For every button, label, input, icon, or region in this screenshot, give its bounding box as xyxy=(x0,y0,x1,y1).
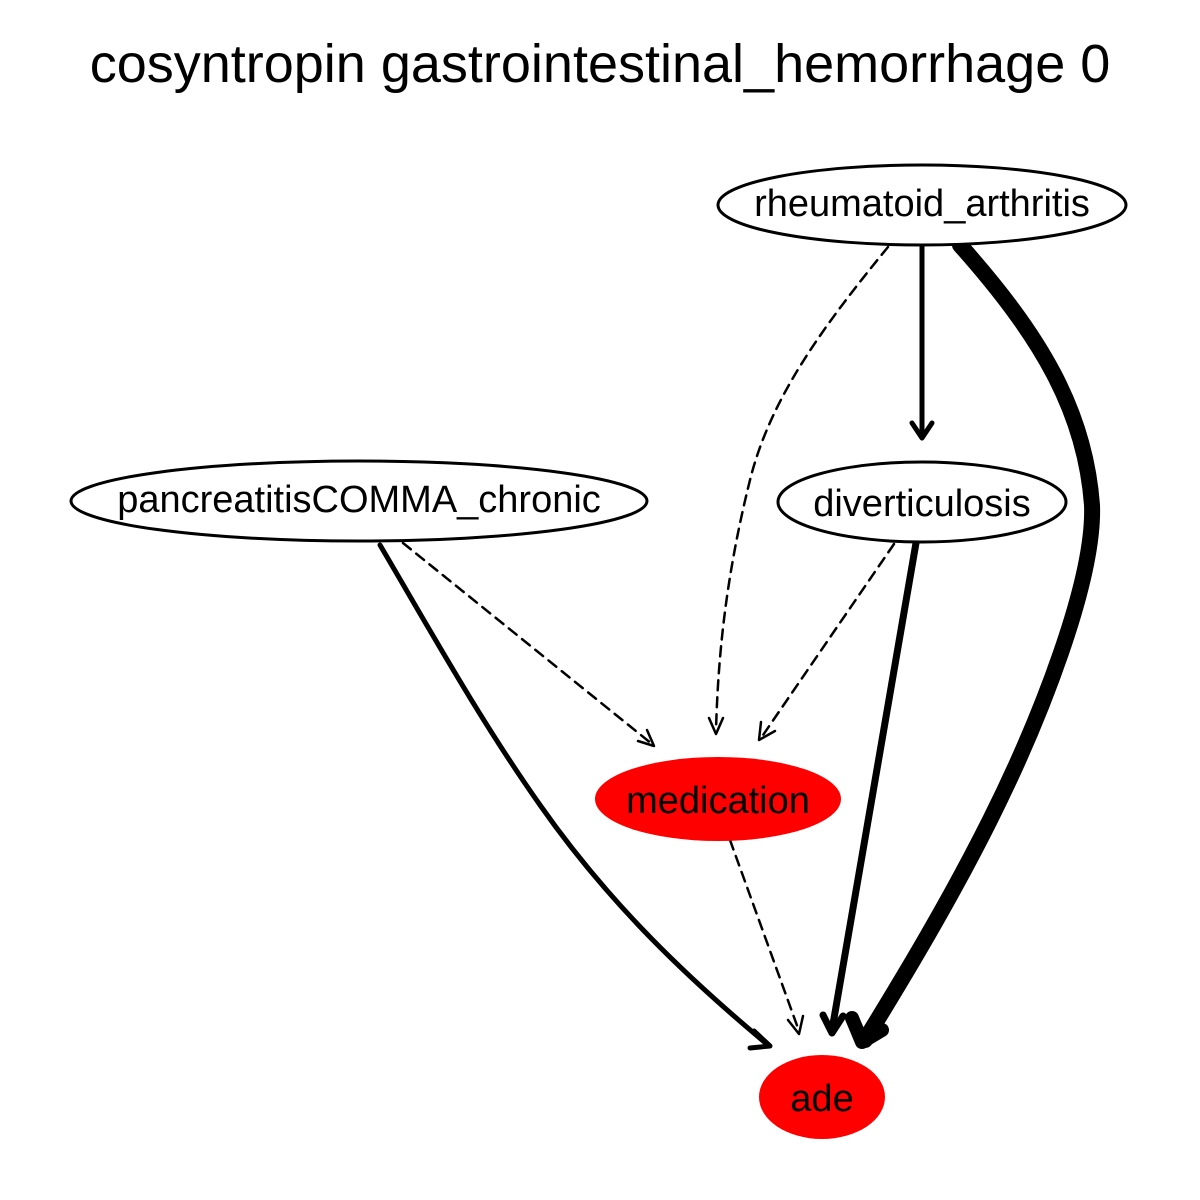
edge-rheumatoid-arthritis-to-diverticulosis xyxy=(909,244,935,441)
node-shape xyxy=(69,459,649,543)
node-pancreatitis-chronic: pancreatitisCOMMA_chronic xyxy=(69,459,649,543)
node-label: ade xyxy=(790,1078,853,1120)
node-shape xyxy=(759,1055,885,1139)
node-shape xyxy=(595,757,841,841)
edges xyxy=(377,237,1101,1051)
edge-rheumatoid-arthritis-to-ade xyxy=(845,237,1101,1049)
node-shape xyxy=(716,163,1128,247)
node-shape xyxy=(776,460,1068,544)
node-label: medication xyxy=(626,780,810,822)
node-label: rheumatoid_arthritis xyxy=(754,183,1090,225)
edge-pancreatitis-chronic-to-ade xyxy=(377,542,773,1051)
node-label: pancreatitisCOMMA_chronic xyxy=(117,479,601,521)
node-ade: ade xyxy=(759,1055,885,1139)
edge-diverticulosis-to-ade xyxy=(819,539,920,1037)
node-label: diverticulosis xyxy=(813,483,1031,525)
edge-rheumatoid-arthritis-to-medication xyxy=(707,245,890,736)
diagram-title: cosyntropin gastrointestinal_hemorrhage … xyxy=(90,34,1111,94)
node-medication: medication xyxy=(595,757,841,841)
edge-pancreatitis-chronic-to-medication xyxy=(401,541,656,748)
node-rheumatoid-arthritis: rheumatoid_arthritis xyxy=(716,163,1128,247)
node-diverticulosis: diverticulosis xyxy=(776,460,1068,544)
edge-diverticulosis-to-medication xyxy=(757,542,896,742)
edge-medication-to-ade xyxy=(728,838,805,1036)
